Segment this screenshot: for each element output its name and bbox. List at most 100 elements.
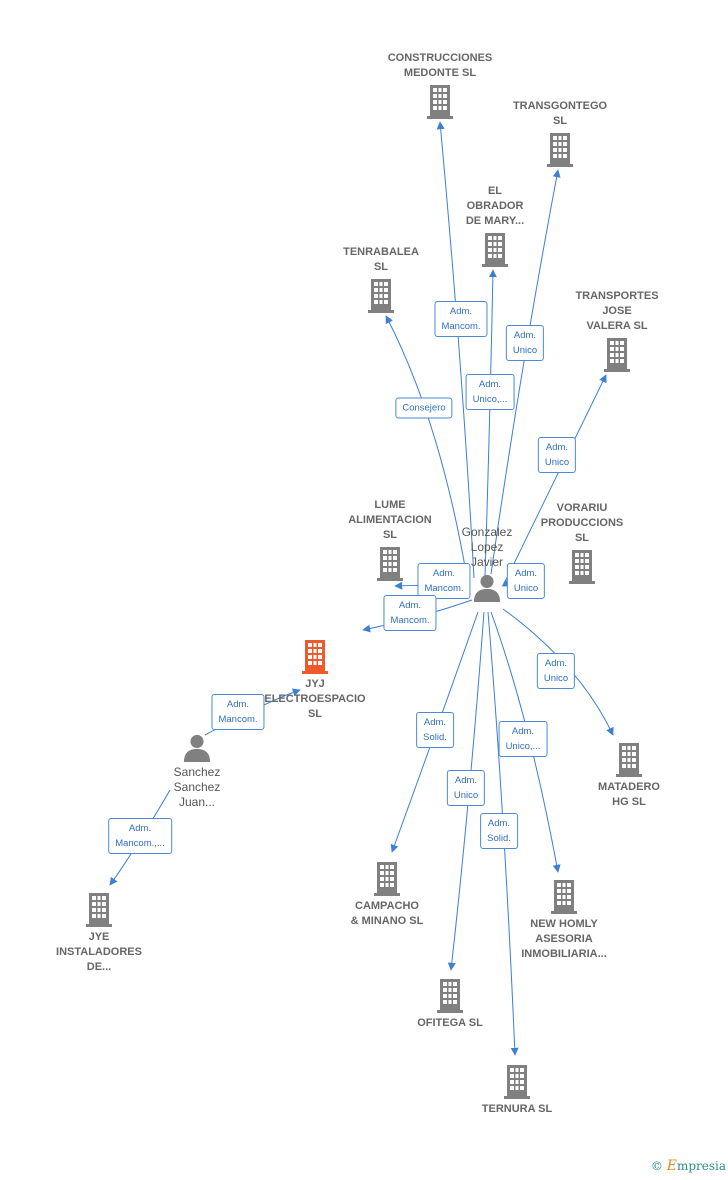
node-label-line: SL	[574, 532, 590, 544]
node-label-line: DE MARY...	[465, 215, 525, 227]
node-label-line: SL	[307, 708, 323, 720]
edge-label-matadero[interactable]: Adm. Unico	[536, 653, 576, 689]
node-label-matadero[interactable]: MATADERO HG SL	[598, 780, 660, 810]
node-label-line: OBRADOR	[466, 200, 524, 212]
edge-gonzalez-to-obrador	[484, 269, 497, 577]
node-label-line: HG SL	[612, 796, 646, 808]
node-label-line: CAMPACHO	[355, 900, 419, 912]
node-label-line: SL	[382, 529, 398, 541]
vorariu-building-icon[interactable]	[569, 550, 595, 584]
node-label-transgontego[interactable]: TRANSGONTEGO SL	[513, 99, 607, 129]
node-label-line: MEDONTE SL	[403, 67, 477, 79]
node-label-line: TENRABALEA	[343, 246, 419, 258]
edge-label-ternura[interactable]: Adm. Solid.	[480, 813, 518, 849]
edge-label-vorariu[interactable]: Adm.Unico	[506, 563, 546, 599]
node-label-vorariu[interactable]: VORARIU PRODUCCIONS SL	[541, 501, 624, 546]
edge-label-line: Solid.	[487, 833, 511, 844]
edge-label-line: Mancom.,...	[115, 838, 165, 849]
edge-label-newhomly[interactable]: Adm.Unico,...	[498, 721, 548, 757]
edge-label-transportes[interactable]: Adm. Unico	[537, 437, 577, 473]
edge-label-line: Unico	[543, 673, 569, 684]
transportes-building-icon[interactable]	[604, 338, 630, 372]
footer-brand: © Empresia	[651, 1158, 726, 1174]
edge-label-ofitega[interactable]: Adm. Unico	[446, 770, 486, 806]
node-label-line: INSTALADORES	[56, 946, 142, 958]
edge-label-line: Adm.	[398, 600, 422, 611]
edge-label-line: Adm.	[544, 658, 568, 669]
node-label-line: NEW HOMLY	[530, 918, 598, 930]
construcciones-building-icon[interactable]	[427, 85, 453, 119]
gonzalez-person-icon[interactable]	[473, 574, 501, 602]
edge-label-line: Unico	[544, 457, 570, 468]
edge-gonzalez-to-construcciones	[436, 121, 475, 579]
edge-label-obrador[interactable]: Adm.Unico,...	[465, 374, 515, 410]
node-label-ternura[interactable]: TERNURA SL	[482, 1102, 552, 1117]
edge-label-jyj[interactable]: Adm.Mancom.	[211, 694, 265, 730]
edge-label-jye[interactable]: Adm. Mancom.,...	[108, 818, 172, 854]
node-label-line: SL	[552, 115, 568, 127]
edge-label-construcciones[interactable]: Adm.Mancom.	[434, 301, 488, 337]
obrador-building-icon[interactable]	[482, 233, 508, 267]
edge-label-line: Adm.	[454, 775, 478, 786]
edge-label-line: Solid.	[423, 732, 447, 743]
edge-gonzalez-to-transportes	[504, 374, 607, 583]
edge-label-campacho[interactable]: Adm.Solid.	[416, 712, 454, 748]
node-label-line: ASESORIA	[535, 933, 593, 945]
node-label-campacho[interactable]: CAMPACHO & MINANO SL	[351, 899, 424, 929]
sanchez-person-icon[interactable]	[183, 734, 211, 762]
node-label-line: VORARIU	[556, 502, 608, 514]
ternura-building-icon[interactable]	[504, 1065, 530, 1099]
jyj-building-icon[interactable]	[302, 640, 328, 674]
node-label-line: Lopez	[470, 540, 504, 554]
lume-building-icon[interactable]	[377, 547, 403, 581]
node-label-line: SL	[373, 261, 389, 273]
node-label-tenrabalea[interactable]: TENRABALEA SL	[343, 245, 419, 275]
node-label-line: OFITEGA SL	[417, 1017, 483, 1029]
edge-label-line: Unico	[513, 583, 539, 594]
node-label-line: & MINANO SL	[350, 915, 424, 927]
node-label-line: TRANSPORTES	[575, 290, 659, 302]
node-label-line: TERNURA SL	[481, 1103, 553, 1115]
edge-label-jyj[interactable]: Adm. Mancom.	[383, 595, 437, 631]
edge-label-line: Mancom.	[390, 615, 430, 626]
jye-building-icon[interactable]	[86, 893, 112, 927]
edge-label-line: Adm.	[449, 306, 473, 317]
matadero-building-icon[interactable]	[616, 743, 642, 777]
copyright-symbol: ©	[650, 1159, 663, 1173]
node-label-line: JOSE	[602, 305, 632, 317]
edge-label-line: Adm.	[545, 442, 569, 453]
node-label-ofitega[interactable]: OFITEGA SL	[417, 1016, 483, 1031]
campacho-building-icon[interactable]	[374, 862, 400, 896]
transgontego-building-icon[interactable]	[547, 133, 573, 167]
edge-label-line: Consejero	[402, 402, 446, 414]
newhomly-building-icon[interactable]	[551, 880, 577, 914]
node-label-line: PRODUCCIONS	[540, 517, 624, 529]
node-label-line: ELECTROESPACIO	[264, 693, 366, 705]
edge-label-line: Adm.	[128, 823, 152, 834]
edge-label-transgontego[interactable]: Adm.Unico	[505, 325, 545, 361]
node-label-line: MATADERO	[598, 781, 660, 793]
node-label-line: DE...	[86, 961, 112, 973]
ofitega-building-icon[interactable]	[437, 979, 463, 1013]
edge-label-line: Unico	[453, 790, 479, 801]
edge-label-tenrabalea[interactable]: Consejero	[395, 397, 453, 419]
tenrabalea-building-icon[interactable]	[368, 279, 394, 313]
edge-label-line: Adm.	[432, 568, 456, 579]
edge-label-line: Adm.	[487, 818, 511, 829]
edge-gonzalez-to-tenrabalea	[385, 315, 468, 579]
node-label-line: Sanchez	[173, 765, 221, 779]
edge-gonzalez-to-transgontego	[490, 169, 561, 575]
edge-label-lume[interactable]: Adm.Mancom.	[417, 563, 471, 599]
brand-name: mpresia	[676, 1159, 726, 1173]
node-label-line: TRANSGONTEGO	[512, 100, 608, 112]
